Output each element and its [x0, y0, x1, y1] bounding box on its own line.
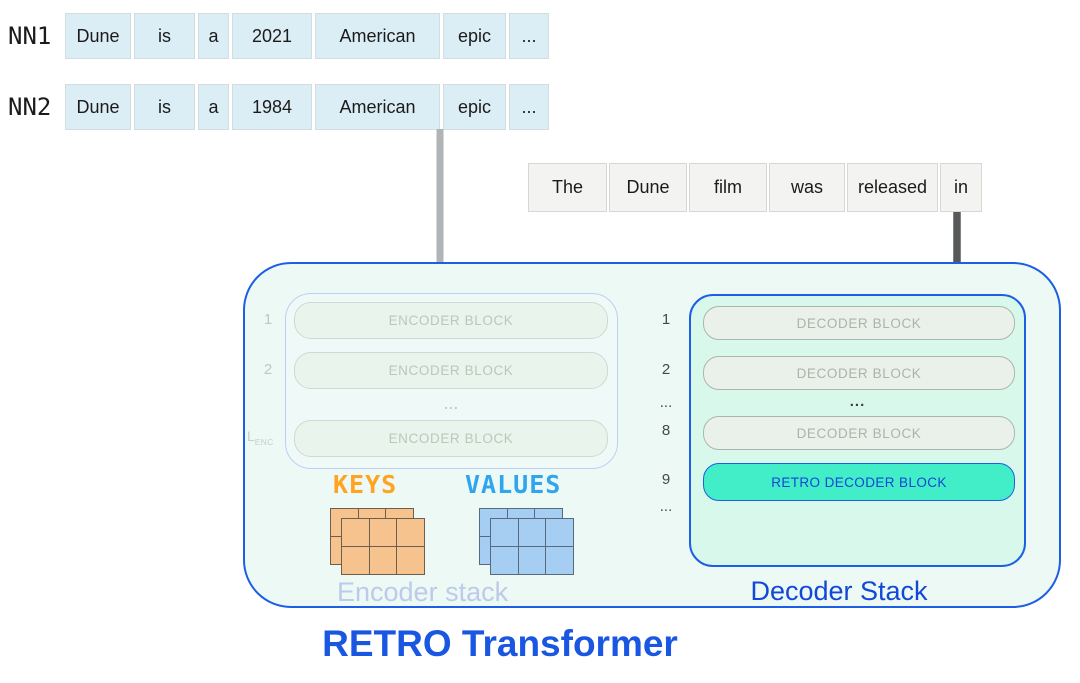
decoder-stack-caption: Decoder Stack	[750, 576, 928, 606]
token-cell: Dune	[65, 13, 131, 59]
token-cell: is	[134, 84, 195, 130]
token-cell: in	[940, 163, 982, 212]
encoder-block: ENCODER BLOCK	[294, 302, 608, 339]
retro-transformer-box: 1 2 LENC ENCODER BLOCK ENCODER BLOCK ...…	[243, 262, 1061, 608]
encoder-block: ENCODER BLOCK	[294, 352, 608, 389]
token-cell: a	[198, 13, 229, 59]
encoder-last-layer-label: LENC	[247, 428, 274, 447]
nn1-token-row: Dune is a 2021 American epic ...	[65, 13, 549, 59]
decoder-layer-ellipsis: ...	[659, 394, 673, 411]
decoder-layer-number: 1	[661, 311, 671, 328]
token-cell: The	[528, 163, 607, 212]
token-cell: 2021	[232, 13, 312, 59]
keys-label: KEYS	[333, 470, 398, 499]
nn1-label: NN1	[8, 22, 52, 50]
decoder-ellipsis: ...	[849, 393, 866, 410]
values-grid-front	[490, 518, 574, 575]
token-cell: epic	[443, 84, 506, 130]
token-cell: epic	[443, 13, 506, 59]
encoder-ellipsis: ...	[444, 396, 459, 412]
encoder-stack-box: ENCODER BLOCK ENCODER BLOCK ... ENCODER …	[285, 293, 618, 469]
retro-decoder-block: RETRO DECODER BLOCK	[703, 463, 1015, 501]
token-cell: 1984	[232, 84, 312, 130]
token-cell: Dune	[65, 84, 131, 130]
encoder-stack-caption: Encoder stack	[337, 577, 509, 607]
token-cell: American	[315, 84, 440, 130]
nn2-token-row: Dune is a 1984 American epic ...	[65, 84, 549, 130]
encoder-layer-number: 2	[263, 361, 273, 378]
encoder-layer-number: 1	[263, 311, 273, 328]
decoder-block: DECODER BLOCK	[703, 356, 1015, 390]
decoder-layer-number: 9	[661, 471, 671, 488]
values-label: VALUES	[465, 470, 562, 499]
decoder-stack-box: DECODER BLOCK DECODER BLOCK ... DECODER …	[689, 294, 1026, 567]
encoder-block: ENCODER BLOCK	[294, 420, 608, 457]
token-cell: a	[198, 84, 229, 130]
query-token-row: The Dune film was released in	[528, 163, 982, 212]
decoder-block: DECODER BLOCK	[703, 306, 1015, 340]
token-cell: released	[847, 163, 938, 212]
token-cell: is	[134, 13, 195, 59]
token-cell: Dune	[609, 163, 687, 212]
decoder-layer-ellipsis: ...	[659, 498, 673, 515]
decoder-block: DECODER BLOCK	[703, 416, 1015, 450]
keys-grid-front	[341, 518, 425, 575]
token-cell: film	[689, 163, 767, 212]
decoder-layer-number: 2	[661, 361, 671, 378]
token-cell: American	[315, 13, 440, 59]
token-cell: ...	[509, 13, 549, 59]
nn2-label: NN2	[8, 93, 52, 121]
token-cell: was	[769, 163, 845, 212]
decoder-layer-number: 8	[661, 422, 671, 439]
token-cell: ...	[509, 84, 549, 130]
diagram-title: RETRO Transformer	[322, 623, 678, 664]
